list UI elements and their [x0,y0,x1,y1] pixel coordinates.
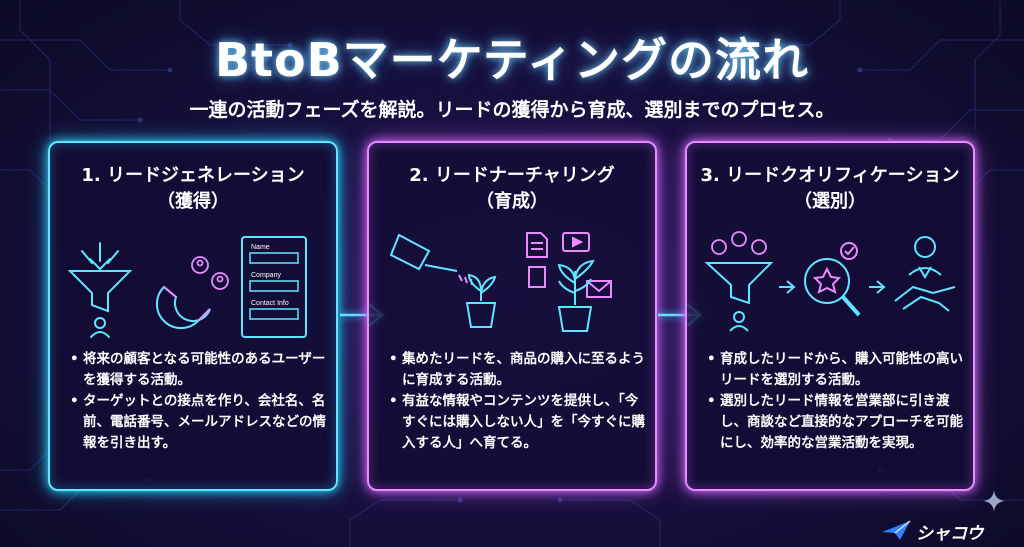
arrow-small-icon [869,280,886,294]
magnet-icon [155,285,211,330]
card-lead-nurturing: 2. リードナーチャリング （育成） [367,141,657,491]
bullet-item: ターゲットとの接点を作り、会社名、名前、電話番号、メールアドレスなどの情報を引き… [70,391,326,454]
funnel-icon [67,242,133,338]
logo-text: シャコウ [916,524,984,544]
seedling-icon [465,273,497,328]
card-title-sub: （獲得） [157,191,229,212]
document-icon [526,232,548,288]
card-title: 3. リードクオリフィケーション （選別） [687,163,973,215]
card-illustration [704,231,956,332]
watering-can-icon [389,233,473,286]
card-lead-generation: 1. リードジェネレーション （獲得） Name Company [48,141,338,491]
bullet-list: 育成したリードから、購入可能性の高いリードを選別する活動。 選別したリード情報を… [707,349,963,454]
card-illustration: Name Company Contact Info [67,236,307,338]
handshake-icon [894,236,956,312]
user-dots-icon [191,256,229,290]
funnel-icon [704,262,774,332]
user-group-icon [711,231,767,255]
form-label-contact: Contact Info [251,300,289,307]
card-title-main: 2. リードナーチャリング [409,165,615,186]
bullet-item: 育成したリードから、購入可能性の高いリードを選別する活動。 [707,349,963,391]
card-title-sub: （育成） [476,191,548,212]
sparkle-icon [983,490,1005,512]
video-icon [562,232,590,252]
mail-icon [586,280,612,298]
magnifier-star-icon [804,242,861,317]
form-label-name: Name [251,244,270,251]
bullet-item: 有益な情報やコンテンツを提供し、「今すぐには購入しない人」を「今すぐに購入する人… [389,391,645,454]
card-illustration [389,232,612,332]
card-title-sub: （選別） [794,191,866,212]
form-label-company: Company [251,272,281,279]
paper-plane-icon [882,520,911,540]
arrow-small-icon [779,280,796,294]
bullet-item: 集めたリードを、商品の購入に至るように育成する活動。 [389,349,645,391]
bullet-list: 将来の顧客となる可能性のあるユーザーを獲得する活動。 ターゲットとの接点を作り、… [70,349,326,454]
card-title-main: 1. リードジェネレーション [81,165,305,186]
card-title: 1. リードジェネレーション （獲得） [50,163,336,215]
bullet-item: 選別したリード情報を営業部に引き渡し、商談など直接的なアプローチを可能にし、効率… [707,391,963,454]
plant-icon [557,259,595,332]
card-title-main: 3. リードクオリフィケーション [700,165,960,186]
card-title: 2. リードナーチャリング （育成） [369,163,655,215]
brand-logo: シャコウ [880,518,1020,544]
bullet-item: 将来の顧客となる可能性のあるユーザーを獲得する活動。 [70,349,326,391]
form-icon [241,236,307,338]
page-title: BtoBマーケティングの流れ [214,33,810,87]
bullet-list: 集めたリードを、商品の購入に至るように育成する活動。 有益な情報やコンテンツを提… [389,349,645,454]
card-lead-qualification: 3. リードクオリフィケーション （選別） 育成したリードから、購入可能性の高い… [685,141,975,491]
page-subtitle: 一連の活動フェーズを解説。リードの獲得から育成、選別までのプロセス。 [189,99,835,121]
